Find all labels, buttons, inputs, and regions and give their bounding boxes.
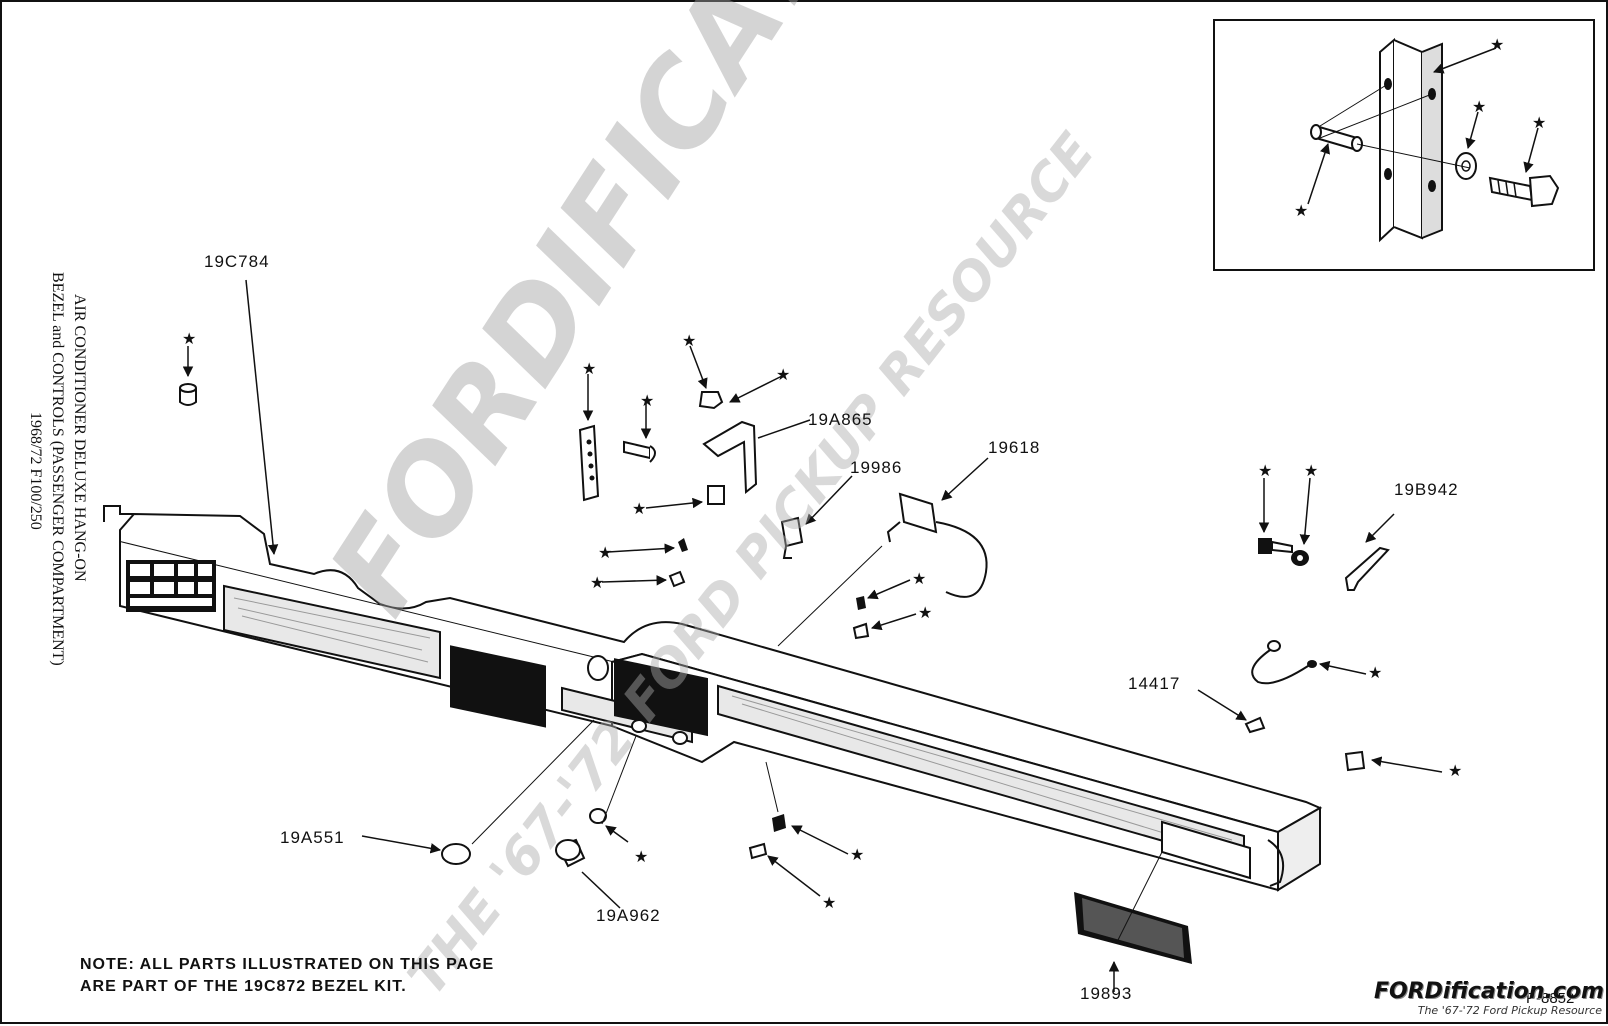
star-icon: ★	[1368, 663, 1382, 682]
part-label-19a551: 19A551	[280, 828, 345, 847]
star-icon: ★	[1472, 97, 1486, 116]
part-label-19b942: 19B942	[1394, 480, 1459, 499]
title-line-3: 1968/72 F100/250	[27, 412, 44, 530]
part-label-19c784: 19C784	[204, 252, 270, 271]
star-callouts: ★ ★ ★ ★ ★ ★ ★ ★ ★ ★ ★ ★ ★ ★ ★ ★ ★ ★ ★ ★ …	[182, 35, 1546, 912]
kit-note: NOTE: ALL PARTS ILLUSTRATED ON THIS PAGE…	[80, 954, 494, 998]
star-icon: ★	[918, 603, 932, 622]
part-label-19a865: 19A865	[808, 410, 873, 429]
star-icon: ★	[912, 569, 926, 588]
diagram-title: AIR CONDITIONER DELUXE HANG-ON BEZEL and…	[4, 272, 94, 802]
part-label-14417: 14417	[1128, 674, 1181, 693]
star-icon: ★	[850, 845, 864, 864]
bezel-assembly	[103, 279, 1323, 892]
star-icon: ★	[640, 391, 654, 410]
title-line-2: BEZEL and CONTROLS (PASSENGER COMPARTMEN…	[49, 272, 66, 666]
star-icon: ★	[1532, 113, 1546, 132]
brand-tagline: The '67-'72 Ford Pickup Resource	[1417, 1004, 1602, 1017]
star-icon: ★	[1294, 201, 1308, 220]
star-icon: ★	[632, 499, 646, 518]
note-line-2: ARE PART OF THE 19C872 BEZEL KIT.	[80, 978, 407, 995]
star-icon: ★	[1490, 35, 1504, 54]
star-icon: ★	[590, 573, 604, 592]
part-label-19a962: 19A962	[596, 906, 661, 925]
part-label-19618: 19618	[988, 438, 1041, 457]
star-icon: ★	[582, 359, 596, 378]
brand-name: FORDification.com	[1374, 979, 1604, 1004]
small-hardware	[179, 345, 1443, 909]
part-label-19986: 19986	[850, 458, 903, 477]
louver-19893	[1074, 851, 1192, 992]
center-vent-right	[614, 658, 708, 737]
inset-detail	[1213, 19, 1595, 271]
star-icon: ★	[182, 329, 196, 348]
center-vent-left	[450, 645, 546, 728]
star-icon: ★	[776, 365, 790, 384]
star-icon: ★	[682, 331, 696, 350]
star-icon: ★	[1258, 461, 1272, 480]
title-line-1: AIR CONDITIONER DELUXE HANG-ON	[71, 294, 88, 582]
star-icon: ★	[822, 893, 836, 912]
star-icon: ★	[1448, 761, 1462, 780]
part-label-19893: 19893	[1080, 984, 1133, 1003]
star-icon: ★	[634, 847, 648, 866]
left-vent	[126, 560, 216, 612]
brand-logo: FORDification.com The '67-'72 Ford Picku…	[1374, 979, 1604, 1017]
star-icon: ★	[1304, 461, 1318, 480]
star-icon: ★	[598, 543, 612, 562]
note-line-1: NOTE: ALL PARTS ILLUSTRATED ON THIS PAGE	[80, 956, 495, 973]
drawing-number: P-8852	[1526, 990, 1575, 1007]
